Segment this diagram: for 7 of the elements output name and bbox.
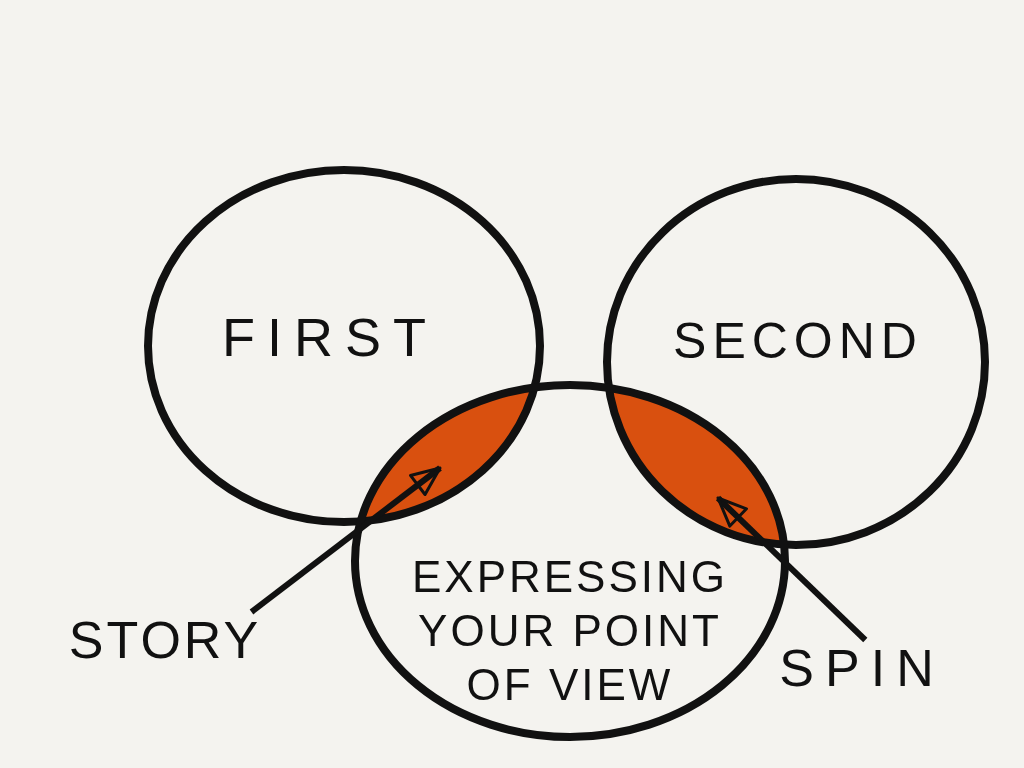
circle-label: FIRST <box>222 308 438 368</box>
annotation-label: SPIN <box>779 640 945 698</box>
leader-arrow <box>249 465 442 615</box>
leader-arrow <box>715 495 868 643</box>
circle-label: EXPRESSING YOUR POINT OF VIEW <box>410 551 730 711</box>
circle-label: SECOND <box>673 314 923 369</box>
annotation-label: STORY <box>68 612 262 670</box>
